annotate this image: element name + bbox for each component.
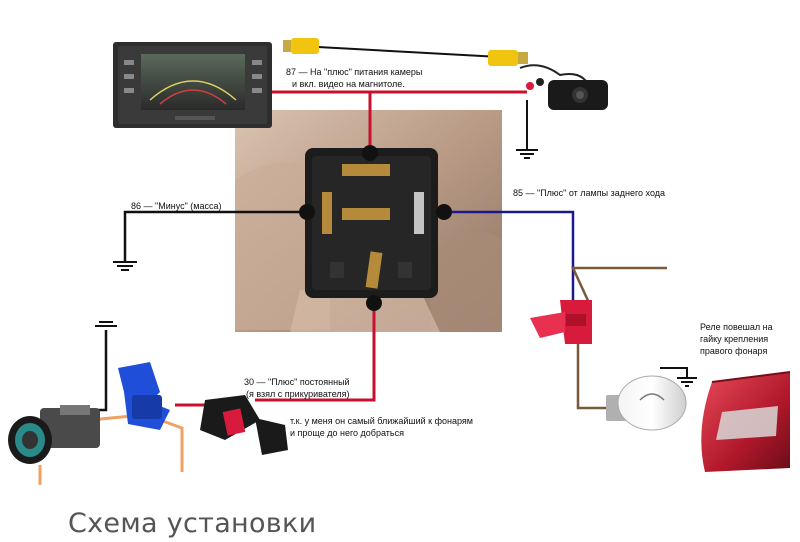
relay-pin-86: [322, 192, 332, 234]
relay-pin-85: [414, 192, 424, 234]
wire-30-red: [255, 311, 376, 402]
wire-85-blue: [452, 210, 575, 305]
rear-camera: [519, 64, 608, 110]
video-cable: [317, 46, 501, 58]
junction-85: [436, 204, 452, 220]
tail-light: [701, 371, 791, 472]
label-pin85: 85 — "Плюс" от лампы заднего хода: [513, 188, 666, 198]
relay-pin-87a: [342, 208, 390, 220]
lighter-ground-wire: [98, 330, 108, 412]
junction-30: [366, 295, 382, 311]
wire-86-black: [123, 210, 299, 262]
label-pin30-line1: 30 — "Плюс" постоянный: [244, 377, 350, 387]
fuse-holder: [200, 395, 288, 455]
ground-symbol-lamp: [677, 377, 697, 387]
label-pin86: 86 — "Минус" (масса): [131, 201, 222, 211]
label-note-line2: и проще до него добраться: [290, 428, 404, 438]
label-relay-line3: правого фонаря: [700, 346, 768, 356]
red-tap-connector: [530, 300, 592, 344]
rca-plug-camera: [488, 50, 528, 66]
ground-symbol-camera: [516, 149, 538, 159]
relay-photo: [235, 110, 502, 332]
rca-plug-monitor: [283, 38, 319, 54]
label-note-line1: т.к. у меня он самый ближайший к фонарям: [290, 416, 473, 426]
relay-pin-87: [342, 164, 390, 176]
lamp-ground-wire: [660, 367, 688, 378]
label-pin30-line2: (я взял с прикуривателя): [246, 389, 350, 399]
junction-86: [299, 204, 315, 220]
label-relay-line1: Реле повешал на: [700, 322, 773, 332]
monitor-screen: [141, 54, 245, 110]
ground-symbol-lighter: [95, 321, 117, 327]
cigarette-lighter: [8, 405, 100, 464]
diagram-title: Схема установки: [68, 508, 317, 539]
blue-tap-connector: [118, 362, 170, 430]
ground-symbol-86: [113, 261, 137, 271]
head-unit: [113, 42, 272, 128]
relay-pin-30: [365, 251, 383, 289]
label-pin87-line2: и вкл. видео на магнитоле.: [292, 79, 405, 89]
label-pin87-line1: 87 — На "плюс" питания камеры: [286, 67, 423, 77]
wire-87-red: [272, 90, 527, 145]
junction-87: [362, 145, 378, 161]
label-relay-line2: гайку крепления: [700, 334, 769, 344]
reverse-bulb: [606, 375, 687, 431]
